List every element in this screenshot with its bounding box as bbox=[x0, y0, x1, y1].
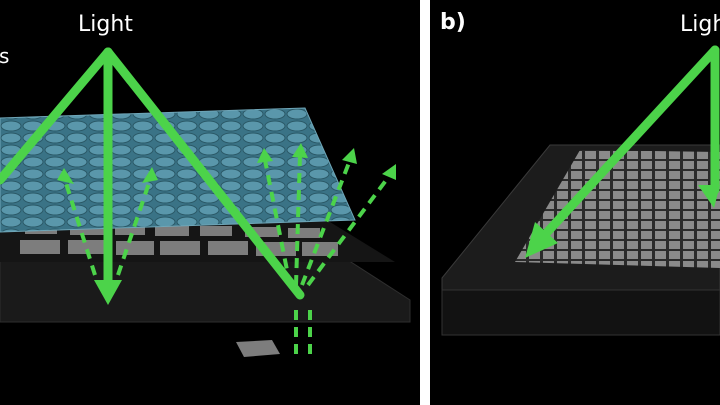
reflected-rays bbox=[63, 154, 392, 355]
panel-a: Light s bbox=[0, 12, 411, 357]
pixel-grid bbox=[515, 150, 720, 268]
panel-b: b) Ligh bbox=[430, 0, 720, 405]
substrate-base bbox=[0, 254, 411, 323]
light-arrows bbox=[535, 45, 720, 245]
substrate-face bbox=[441, 289, 720, 336]
panel-b-diagram bbox=[441, 45, 720, 336]
arrowhead-down bbox=[94, 280, 122, 305]
arrowhead-right bbox=[698, 185, 720, 208]
light-arrows bbox=[0, 47, 305, 300]
stray-pixel bbox=[236, 340, 280, 357]
panel-divider bbox=[420, 0, 430, 405]
panel-a-diagram bbox=[0, 47, 411, 357]
arrowhead-left bbox=[525, 222, 558, 258]
panel-label: b) bbox=[440, 10, 466, 35]
light-label: Ligh bbox=[680, 12, 720, 37]
partial-label: s bbox=[0, 44, 10, 68]
microlens-array bbox=[0, 107, 356, 233]
light-label: Light bbox=[78, 12, 133, 37]
dashed-arrowheads bbox=[57, 143, 396, 184]
